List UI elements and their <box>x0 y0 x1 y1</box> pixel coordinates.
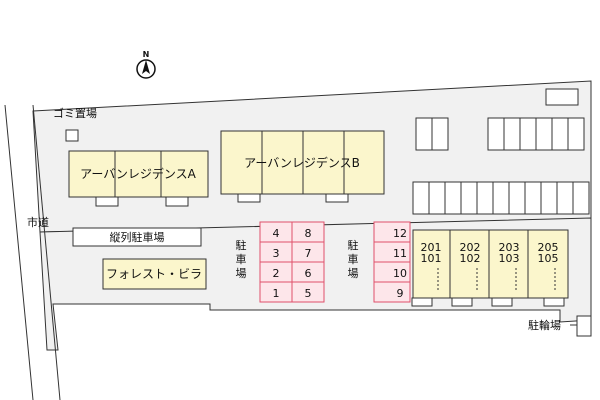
plabel1-char: 駐 <box>236 238 247 252</box>
parking-space-7: 7 <box>305 247 312 260</box>
unit-202: 202 <box>460 241 481 254</box>
garbage-station-label: ゴミ置場 <box>53 106 97 120</box>
building-residence-b: アーバンレジデンスB <box>220 130 385 203</box>
tandem-parking <box>72 227 202 247</box>
building-units: 201 101 202 102 203 103 205 105 <box>411 229 569 307</box>
parking-lot-2: 12 11 10 9 <box>373 221 411 303</box>
building-residence-a: アーバンレジデンスA <box>68 150 209 207</box>
unit-102: 102 <box>460 252 481 265</box>
unit-101: 101 <box>421 252 442 265</box>
parking-space-2: 2 <box>273 267 280 280</box>
unit-205: 205 <box>538 241 559 254</box>
parking-label-2: 駐車場 <box>348 238 359 280</box>
parking-space-12: 12 <box>393 227 407 240</box>
unit-203: 203 <box>499 241 520 254</box>
plabel1-char: 場 <box>236 267 247 280</box>
unit-105: 105 <box>538 252 559 265</box>
north-label: N <box>143 50 150 59</box>
city-road-edge <box>32 104 61 400</box>
parking-space-10: 10 <box>393 267 407 280</box>
forest-villa-label: フォレスト・ビラ <box>106 267 202 281</box>
upper-parking-stalls <box>412 88 590 215</box>
parking-space-8: 8 <box>305 227 312 240</box>
parking-space-11: 11 <box>393 247 407 260</box>
bicycle-parking-label: 駐輪場 <box>528 318 561 332</box>
plabel2-char: 場 <box>348 267 359 280</box>
building-forest-villa <box>102 258 207 290</box>
tandem-parking-label: 縦列駐車場 <box>110 230 165 244</box>
parking-lot-1: 4 8 3 7 2 6 1 5 <box>259 221 325 303</box>
residence-b-label: アーバンレジデンスB <box>244 155 360 170</box>
garbage-station <box>65 129 79 142</box>
unit-201: 201 <box>421 241 442 254</box>
plabel1-char: 車 <box>236 252 247 266</box>
city-road-edge <box>4 104 34 400</box>
parking-space-5: 5 <box>305 287 312 300</box>
north-arrow-icon: N <box>136 50 156 79</box>
bicycle-parking <box>576 315 592 337</box>
parking-space-4: 4 <box>273 227 280 240</box>
parking-space-9: 9 <box>397 287 404 300</box>
plabel2-char: 駐 <box>348 238 359 252</box>
unit-103: 103 <box>499 252 520 265</box>
residence-a-label: アーバンレジデンスA <box>80 166 197 181</box>
parking-space-3: 3 <box>273 247 280 260</box>
parking-label-1: 駐車場 <box>236 238 247 280</box>
parking-space-1: 1 <box>273 287 280 300</box>
parking-space-6: 6 <box>305 267 312 280</box>
plabel2-char: 車 <box>348 252 359 266</box>
city-road-label: 市道 <box>27 215 49 229</box>
